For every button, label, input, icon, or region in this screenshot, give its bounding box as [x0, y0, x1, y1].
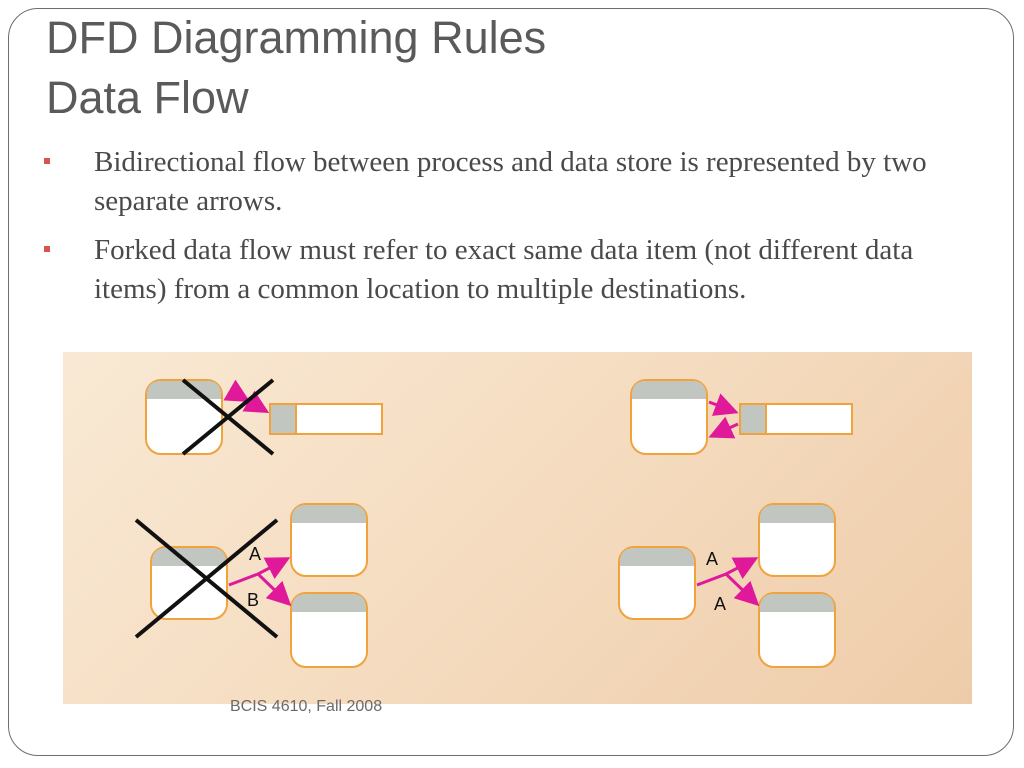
title-line-2: Data Flow [46, 72, 249, 123]
bullet-text: Bidirectional flow between process and d… [94, 146, 927, 217]
incorrect-fork-example: A B [134, 503, 368, 668]
incorrect-bidirectional-example [145, 378, 383, 456]
cross-out-mark [134, 518, 279, 639]
bullet-square-icon [44, 246, 50, 252]
destination-process-symbol [290, 592, 368, 668]
fork-label: A [714, 594, 726, 614]
fork-label: A [706, 549, 718, 569]
source-process-symbol [618, 546, 696, 620]
forked-flow-arrow [256, 572, 292, 607]
process-symbol [630, 379, 708, 455]
bullet-text: Forked data flow must refer to exact sam… [94, 234, 914, 305]
data-store-symbol [739, 403, 853, 435]
bullet-list: Bidirectional flow between process and d… [44, 143, 944, 319]
flow-arrow-to-process [708, 416, 739, 439]
data-store-symbol [269, 403, 383, 435]
slide-title: DFD Diagramming Rules Data Flow [46, 8, 546, 128]
bullet-square-icon [44, 158, 50, 164]
fork-label: B [247, 590, 259, 610]
slide-footer: BCIS 4610, Fall 2008 [230, 698, 383, 715]
correct-bidirectional-example [630, 379, 853, 455]
cross-out-mark [181, 378, 275, 456]
flow-arrow-to-store [708, 393, 739, 416]
correct-fork-example: A A [618, 503, 836, 668]
source-process-symbol [150, 546, 228, 620]
dfd-rules-diagram: A B A A [134, 378, 853, 668]
forked-flow-arrow [724, 572, 760, 607]
title-line-1: DFD Diagramming Rules [46, 12, 547, 63]
dfd-rules-figure: A B A A [63, 352, 972, 704]
process-symbol [145, 379, 223, 455]
destination-process-symbol [758, 503, 836, 577]
bullet-item: Forked data flow must refer to exact sam… [44, 231, 944, 309]
bullet-item: Bidirectional flow between process and d… [44, 143, 944, 221]
fork-label: A [249, 544, 261, 564]
destination-process-symbol [758, 592, 836, 668]
destination-process-symbol [290, 503, 368, 577]
